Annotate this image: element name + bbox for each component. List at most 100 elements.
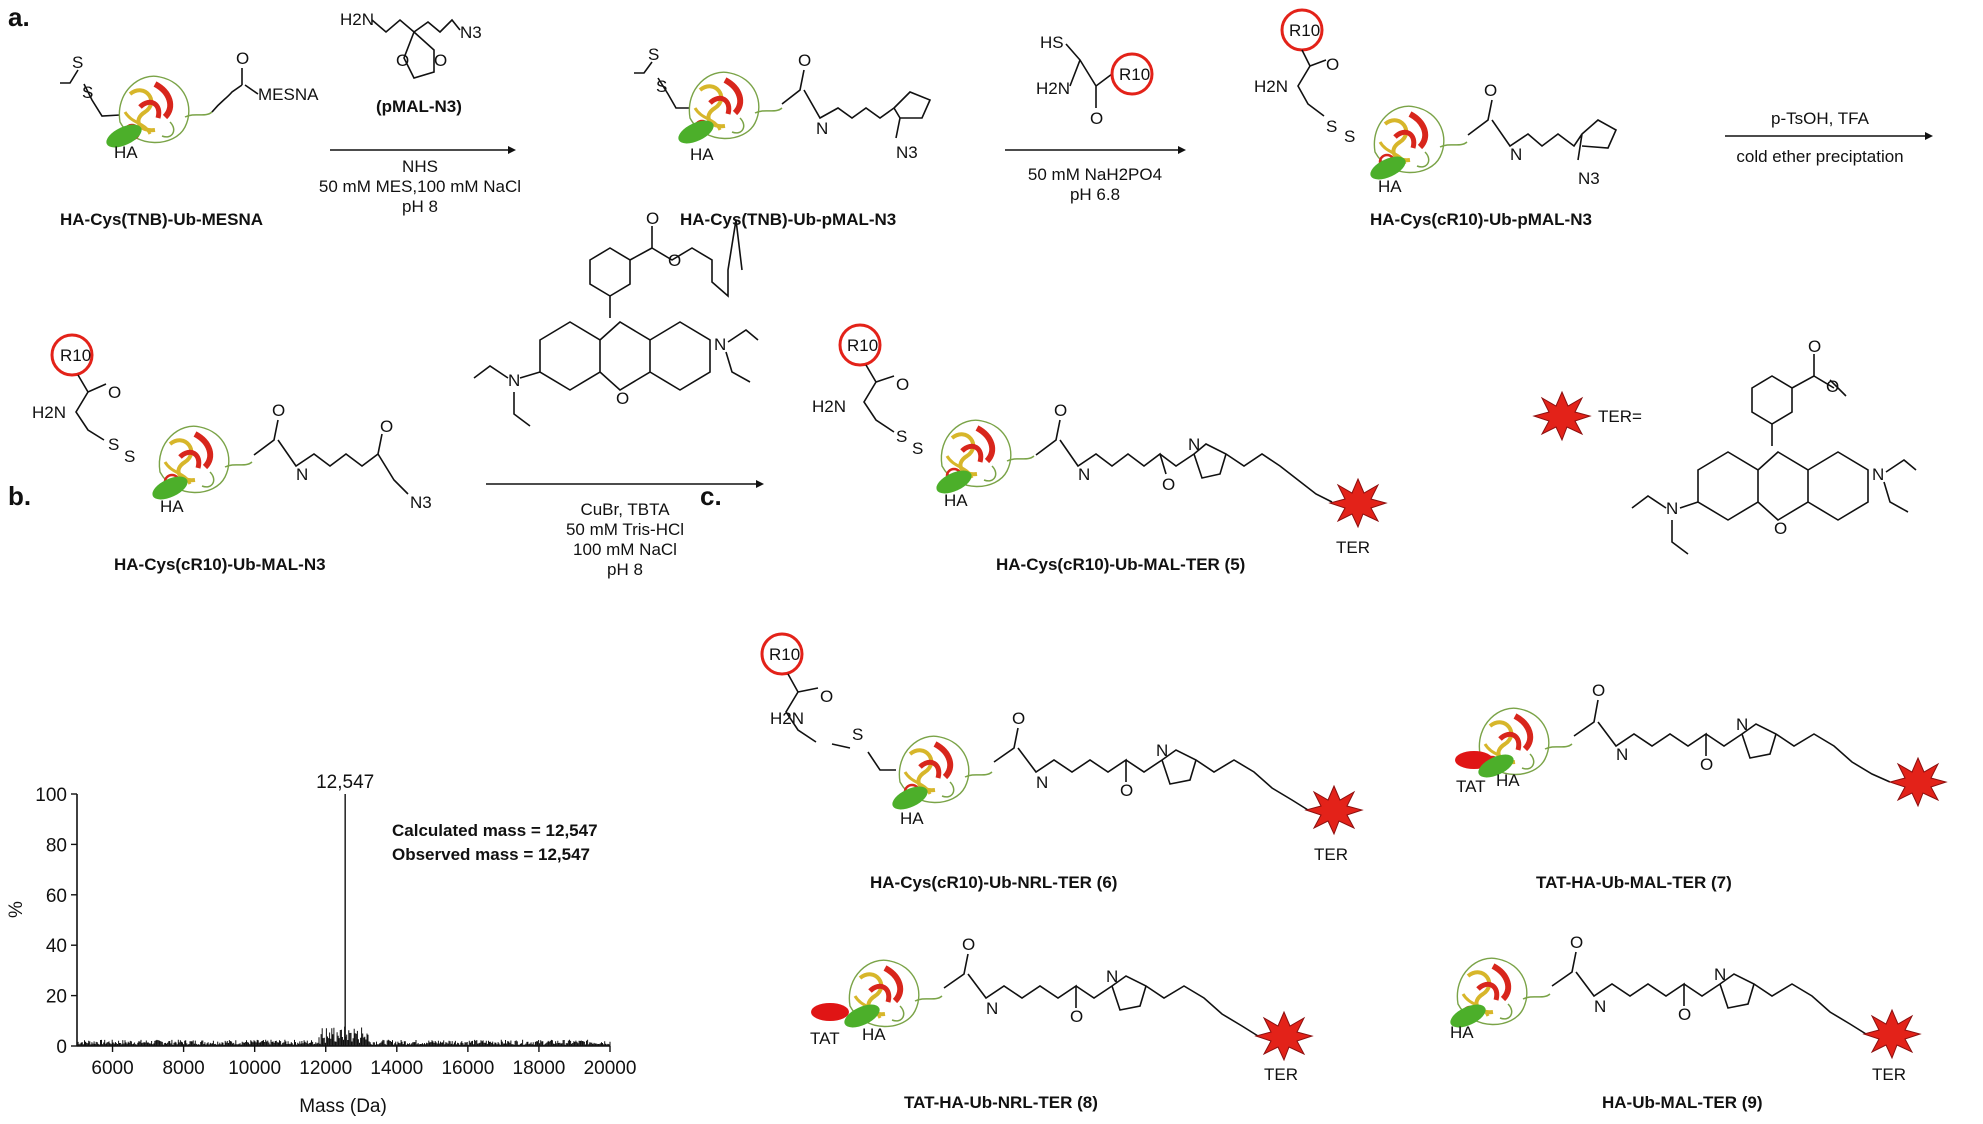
o-label: O <box>1592 681 1605 700</box>
n3-label: N3 <box>460 23 482 42</box>
ha-ellipse <box>1478 754 1514 778</box>
compound-4-name: HA-Cys(cR10)-Ub-MAL-N3 <box>114 555 326 574</box>
conditions-4-line-4: pH 8 <box>607 560 643 579</box>
n-label: N <box>986 999 998 1018</box>
arrow-1-head <box>508 146 516 154</box>
ha-ellipse <box>106 124 142 148</box>
ter-label: TER <box>1872 1065 1906 1084</box>
s-label: S <box>852 725 863 744</box>
o-label: O <box>1090 109 1103 128</box>
n-label: N <box>1736 715 1748 734</box>
n-label: N <box>296 465 308 484</box>
ha-label: HA <box>944 491 968 510</box>
n-label: N <box>508 371 520 390</box>
tat-label: TAT <box>1456 777 1486 796</box>
o-label: O <box>1826 377 1839 396</box>
o-label: O <box>396 51 409 70</box>
ha-ellipse <box>678 120 714 144</box>
o-label: O <box>896 375 909 394</box>
ter-alkyne-reagent: O O O N N <box>473 209 759 427</box>
h2n-label: H2N <box>770 709 804 728</box>
y-tick-label: 80 <box>46 835 67 856</box>
o-label: O <box>962 935 975 954</box>
h2n-label: H2N <box>32 403 66 422</box>
observed-mass-annotation: Observed mass = 12,547 <box>392 845 590 864</box>
conditions-1-line-1: NHS <box>402 157 438 176</box>
n-label: N <box>1106 967 1118 986</box>
h2n-label: H2N <box>340 10 374 29</box>
o-label: O <box>272 401 285 420</box>
x-tick-label: 20000 <box>584 1058 637 1079</box>
o-label: O <box>798 51 811 70</box>
h2n-label: H2N <box>812 397 846 416</box>
arrow-4-head <box>756 480 764 488</box>
o-label: O <box>1012 709 1025 728</box>
compound-4-structure: R10 O H2N S S HA O N O N3 <box>32 333 432 516</box>
compound-5-structure: R10 O H2N S S HA O N O N TER <box>812 323 1387 557</box>
n-label: N <box>816 119 828 138</box>
ter-definition: TER= O O O N N <box>1533 337 1917 555</box>
conditions-1-line-3: pH 8 <box>402 197 438 216</box>
n-label: N <box>714 335 726 354</box>
ha-ellipse <box>1370 156 1406 180</box>
n-label: N <box>1594 997 1606 1016</box>
n-label: N <box>1714 965 1726 984</box>
ha-label: HA <box>1378 177 1402 196</box>
ha-ellipse <box>892 786 928 810</box>
x-tick-label: 14000 <box>370 1058 423 1079</box>
ha-label: HA <box>690 145 714 164</box>
r10-label: R10 <box>1119 65 1150 84</box>
compound-2-structure: S S HA O N N3 <box>634 45 932 164</box>
compound-2-name: HA-Cys(TNB)-Ub-pMAL-N3 <box>680 210 896 229</box>
o-label: O <box>1678 1005 1691 1024</box>
y-tick-label: 60 <box>46 886 67 907</box>
s-label: S <box>896 427 907 446</box>
n-label: N <box>1666 499 1678 518</box>
s-label: S <box>1344 127 1355 146</box>
ter-label: TER <box>1264 1065 1298 1084</box>
x-tick-label: 8000 <box>162 1058 204 1079</box>
ha-label: HA <box>1496 771 1520 790</box>
n-label: N <box>1188 435 1200 454</box>
n-label: N <box>1510 145 1522 164</box>
conditions-4-line-2: 50 mM Tris-HCl <box>566 520 684 539</box>
ter-label: TER <box>1314 845 1348 864</box>
compound-5-name: HA-Cys(cR10)-Ub-MAL-TER (5) <box>996 555 1245 574</box>
n3-label: N3 <box>410 493 432 512</box>
s-label: S <box>124 447 135 466</box>
compound-8-structure: TAT HA O N O N TER <box>810 935 1313 1084</box>
ha-label: HA <box>862 1025 886 1044</box>
y-axis-label: % <box>6 901 27 918</box>
conditions-3-line-2: cold ether preciptation <box>1736 147 1903 166</box>
y-tick-label: 0 <box>56 1037 67 1058</box>
o-label: O <box>616 389 629 408</box>
r10-label: R10 <box>847 336 878 355</box>
n3-label: N3 <box>1578 169 1600 188</box>
ha-ellipse <box>152 476 188 500</box>
spectrum-baseline-noise <box>76 1026 611 1046</box>
h2n-label: H2N <box>1254 77 1288 96</box>
compound-6-name: HA-Cys(cR10)-Ub-NRL-TER (6) <box>870 873 1117 892</box>
y-tick-label: 20 <box>46 987 67 1008</box>
compound-3-name: HA-Cys(cR10)-Ub-pMAL-N3 <box>1370 210 1592 229</box>
conditions-2-line-1: 50 mM NaH2PO4 <box>1028 165 1162 184</box>
ha-ellipse <box>936 470 972 494</box>
s-label: S <box>912 439 923 458</box>
ha-ellipse <box>1450 1004 1486 1028</box>
cys-r10-reagent: HS H2N O R10 <box>1036 33 1154 128</box>
h2n-label: H2N <box>1036 79 1070 98</box>
r10-label: R10 <box>769 645 800 664</box>
ha-label: HA <box>1450 1023 1474 1042</box>
n-label: N <box>1036 773 1048 792</box>
o-label: O <box>1700 755 1713 774</box>
panel-label-b: b. <box>8 481 31 511</box>
conditions-4-line-3: 100 mM NaCl <box>573 540 677 559</box>
o-label: O <box>1570 933 1583 952</box>
conditions-3-line-1: p-TsOH, TFA <box>1771 109 1870 128</box>
o-label: O <box>1054 401 1067 420</box>
n-label: N <box>1078 465 1090 484</box>
